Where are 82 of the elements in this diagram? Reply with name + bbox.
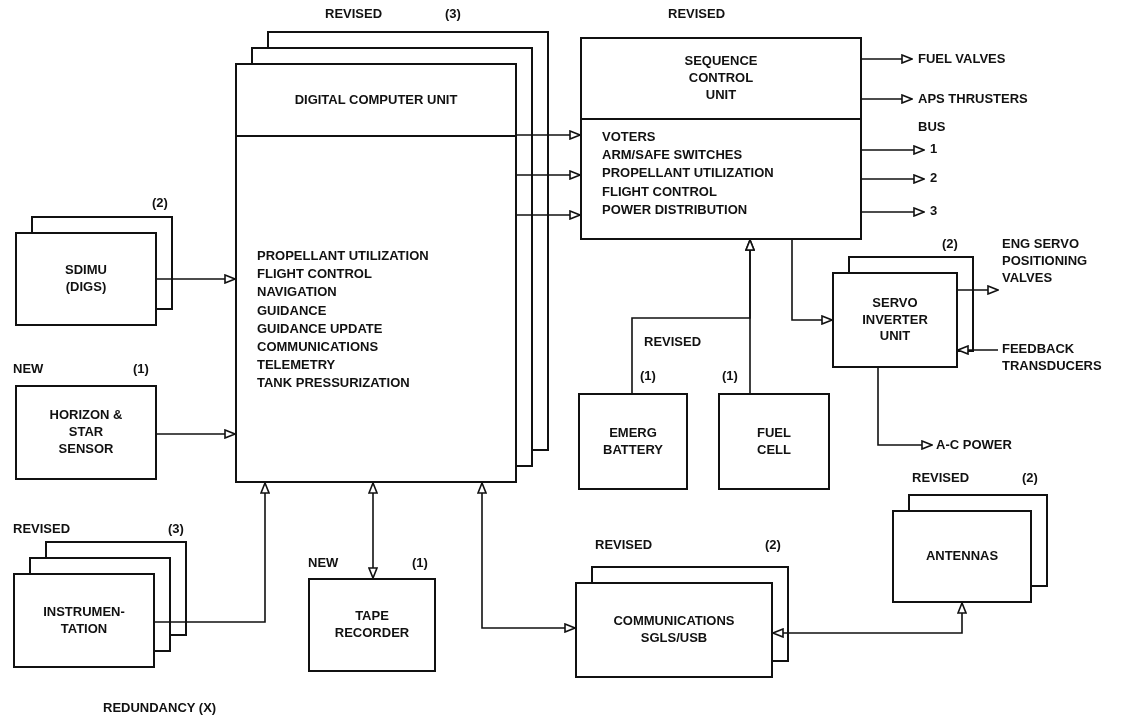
arrow: [861, 145, 925, 155]
signal-label: 1: [930, 141, 938, 158]
function-item: FLIGHT CONTROL: [602, 182, 718, 201]
signal-label: ENG SERVO POSITIONING VALVES: [1002, 236, 1088, 287]
arrow: [156, 429, 236, 439]
note-label: BUS: [918, 119, 946, 134]
function-item: PROPELLANT UTILIZATION: [602, 164, 775, 183]
signal-label: A-C POWER: [936, 437, 1012, 454]
unit-annotation: (1): [133, 361, 149, 376]
arrow: [477, 482, 576, 633]
unit-box: [575, 582, 773, 678]
unit-annotation: (2): [152, 195, 168, 210]
unit-box: [13, 573, 155, 668]
unit-annotation: REVISED: [13, 521, 71, 536]
unit-name: EMERG BATTERY: [603, 424, 663, 459]
unit-name: SDIMU (DIGS): [65, 262, 107, 296]
unit-annotation: REVISED: [668, 6, 726, 21]
signal-label: FEEDBACK TRANSDUCERS: [1002, 341, 1102, 375]
arrow: [861, 94, 913, 104]
unit-annotation: NEW: [308, 555, 339, 570]
arrow: [745, 239, 755, 394]
unit-annotation: (1): [412, 555, 428, 570]
function-item: TANK PRESSURIZATION: [257, 374, 411, 393]
unit-box: [832, 272, 958, 368]
unit-annotation: NEW: [13, 361, 44, 376]
unit-title: DIGITAL COMPUTER UNIT: [294, 91, 458, 109]
arrow: [877, 367, 933, 450]
unit-box: [892, 510, 1032, 603]
function-item: GUIDANCE: [257, 301, 328, 320]
signal-label: 2: [930, 170, 938, 187]
signal-label: APS THRUSTERS: [918, 91, 1028, 108]
unit-annotation: (3): [168, 521, 184, 536]
arrow: [861, 54, 913, 64]
arrow: [516, 210, 581, 220]
unit-annotation: (2): [942, 236, 958, 251]
unit-box: [578, 393, 688, 490]
function-item: TELEMETRY: [257, 356, 337, 375]
function-item: COMMUNICATIONS: [257, 337, 380, 356]
unit-annotation: (2): [1022, 470, 1038, 485]
arrow: [516, 170, 581, 180]
arrow: [154, 482, 270, 623]
unit-annotation: (1): [722, 368, 738, 383]
unit-title: SEQUENCE CONTROL UNIT: [684, 53, 758, 104]
arrow: [368, 482, 378, 579]
unit-annotation: (1): [640, 368, 656, 383]
unit-name: SERVO INVERTER UNIT: [862, 294, 928, 346]
function-item: VOTERS: [602, 128, 657, 146]
arrow: [516, 130, 581, 140]
unit-box: [15, 232, 157, 326]
arrow: [791, 239, 833, 325]
unit-name: HORIZON & STAR SENSOR: [48, 407, 124, 458]
function-item: NAVIGATION: [257, 283, 338, 302]
unit-annotation: (2): [765, 537, 781, 552]
unit-box: [718, 393, 830, 490]
unit-box: [235, 63, 517, 483]
function-item: FLIGHT CONTROL: [257, 265, 373, 284]
unit-name: FUEL CELL: [757, 424, 791, 459]
unit-box: [580, 37, 862, 240]
unit-annotation: REVISED: [912, 470, 970, 485]
signal-label: FUEL VALVES: [918, 51, 1006, 68]
function-item: PROPELLANT UTILIZATION: [257, 247, 430, 265]
arrow: [156, 274, 236, 284]
note-label: REDUNDANCY (X): [103, 700, 217, 715]
arrow: [861, 174, 925, 184]
unit-box: [15, 385, 157, 480]
unit-name: TAPE RECORDER: [334, 608, 410, 642]
signal-label: 3: [930, 203, 938, 220]
arrow: [957, 285, 999, 295]
unit-annotation: REVISED: [644, 334, 702, 349]
function-item: POWER DISTRIBUTION: [602, 200, 749, 219]
arrow: [772, 602, 967, 638]
unit-box: [308, 578, 436, 672]
unit-annotation: REVISED: [595, 537, 653, 552]
unit-name: COMMUNICATIONS SGLS/USB: [613, 613, 735, 647]
unit-name: ANTENNAS: [925, 548, 999, 565]
unit-annotation: REVISED: [325, 6, 383, 21]
arrow: [861, 207, 925, 217]
arrow: [957, 345, 999, 355]
unit-annotation: (3): [445, 6, 461, 21]
function-item: ARM/SAFE SWITCHES: [602, 146, 744, 165]
function-item: GUIDANCE UPDATE: [257, 319, 384, 338]
unit-name: INSTRUMEN- TATION: [43, 603, 125, 638]
